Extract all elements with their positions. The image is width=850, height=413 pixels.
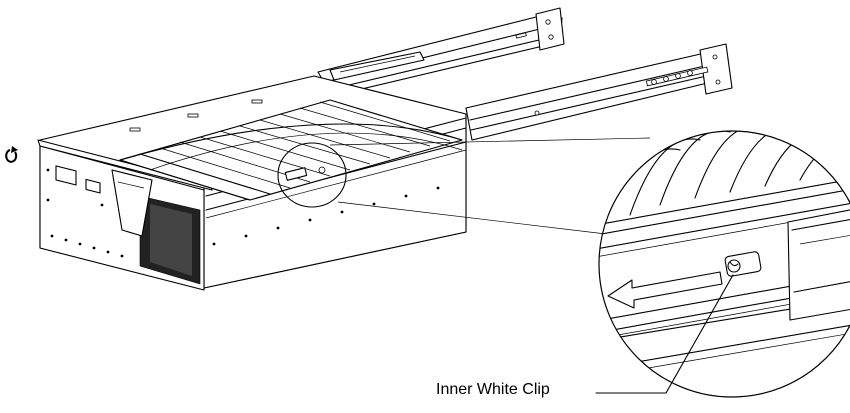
rear-rail-upper <box>317 7 565 97</box>
rotation-arrow-icon <box>5 146 18 163</box>
callout-label: Inner White Clip <box>436 381 550 398</box>
inner-white-clip <box>724 251 762 277</box>
callout-leader <box>595 274 734 394</box>
arrow-left-icon <box>607 271 723 309</box>
clip-source-marker <box>277 142 347 208</box>
magnifier-leader-lines <box>329 137 651 235</box>
magnified-detail <box>598 130 850 398</box>
rear-rail-lower <box>465 43 733 141</box>
